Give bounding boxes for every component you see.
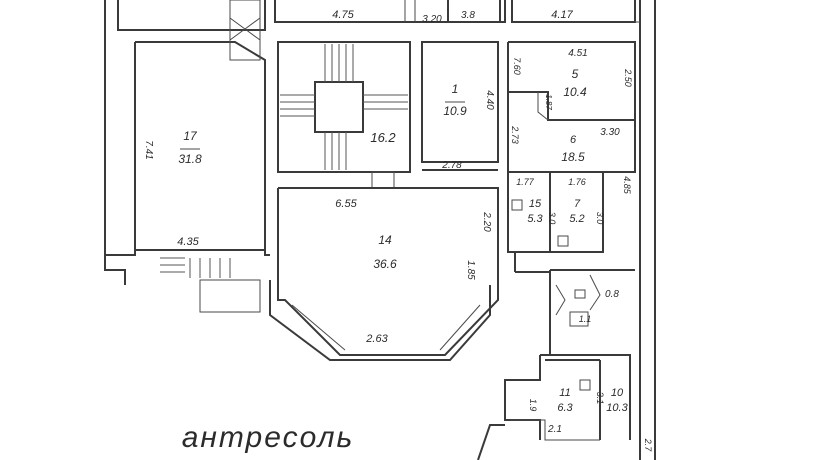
dimension: 1.77: [516, 177, 535, 187]
dimension: 2.78: [441, 160, 462, 171]
dimension: 6.55: [335, 198, 357, 210]
dimension: 4.85: [622, 176, 632, 195]
room-1: [421, 41, 499, 171]
room-number: 5: [572, 67, 579, 81]
stairwell-16: [277, 41, 411, 189]
room-number: 14: [378, 233, 392, 247]
dimension: 4.35: [177, 236, 199, 248]
dimension: 7.41: [143, 140, 154, 159]
room-area: 10.4: [563, 85, 587, 99]
dimension: 2.50: [623, 68, 633, 87]
dimension: 2.73: [510, 125, 520, 144]
dimension: 1.87: [544, 94, 553, 110]
rooms-11-10: [477, 269, 635, 460]
dimension: 1.1: [579, 314, 592, 324]
outer-walls: [104, 0, 656, 460]
dimension: 2.1: [547, 424, 562, 435]
room-area: 6.3: [557, 402, 573, 414]
dimension: 0.8: [605, 289, 619, 300]
dimension: 4.40: [484, 90, 495, 110]
dimension: 3.1: [595, 392, 605, 405]
room-area: 31.8: [178, 152, 202, 166]
room-number: 1: [452, 82, 459, 96]
dimension: 2.63: [365, 333, 388, 345]
dimension-labels: 4.75 3.20 4.17 4.51 7.60 2.50 4.40 7.41 …: [143, 9, 653, 452]
room-area: 5.3: [527, 213, 543, 225]
dimension: 4.17: [551, 9, 573, 21]
rooms-15-7: [507, 171, 604, 273]
room-number: 11: [559, 387, 570, 399]
plan-caption: антресоль: [182, 421, 355, 454]
room-14: [160, 187, 499, 361]
dimension: 3.0: [595, 212, 605, 225]
room-area: 5.2: [569, 213, 584, 225]
room-area: 18.5: [561, 150, 585, 164]
dimension: 2.20: [481, 211, 492, 232]
room-number: 6: [570, 134, 577, 146]
dimension: 1.9: [528, 399, 538, 412]
dimension: 2.7: [643, 438, 653, 453]
dimension: 3.30: [600, 127, 620, 138]
room-area: 10.3: [606, 402, 628, 414]
room-area: 36.6: [373, 257, 397, 271]
room-area: 16.2: [370, 130, 396, 145]
room-area: 10.9: [443, 104, 467, 118]
room-number: 10: [611, 387, 624, 399]
room-number: 17: [183, 129, 198, 143]
dimension: 1.85: [465, 260, 476, 280]
room-17: [105, 0, 270, 256]
room-number: 15: [529, 198, 542, 210]
dimension: 3.20: [422, 14, 442, 25]
room-labels: 17 31.8 14 36.6 1 10.9 16.2 5 10.4 6 18.…: [178, 10, 628, 414]
dimension: 4.75: [332, 9, 354, 21]
room-area: 3.8: [461, 10, 475, 21]
room-3: [404, 0, 501, 22]
room-number: 7: [574, 198, 581, 210]
dimension: 1.76: [568, 177, 586, 187]
dimension: 4.51: [568, 48, 587, 59]
dimension: 3.0: [547, 212, 557, 225]
dimension: 7.60: [512, 57, 522, 75]
